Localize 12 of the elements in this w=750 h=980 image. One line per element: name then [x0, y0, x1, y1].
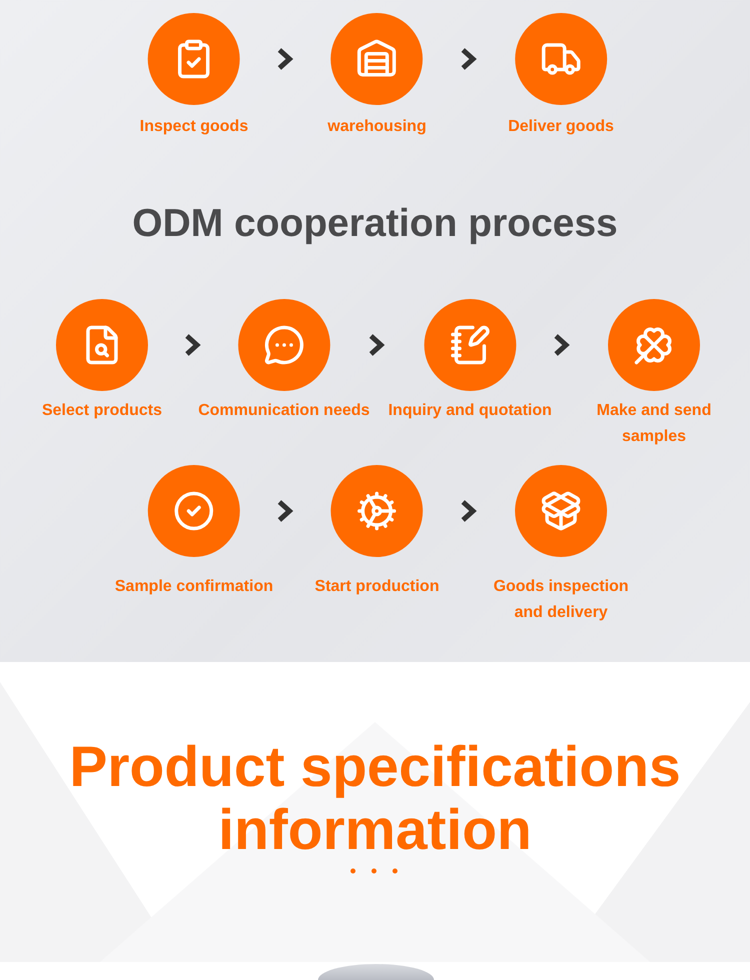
step-label: Communication needs — [198, 401, 370, 421]
step-label: Start production — [314, 577, 440, 597]
step-label: Goods inspection and delivery — [492, 577, 630, 623]
step-label: Select products — [42, 401, 162, 421]
step-label: Inspect goods — [140, 117, 248, 137]
section-heading: Product specifications information — [68, 736, 682, 862]
step-label: Deliver goods — [508, 117, 614, 137]
step-label: warehousing — [328, 117, 426, 137]
section-heading: ODM cooperation process — [131, 201, 619, 247]
step-label: Inquiry and quotation — [388, 401, 552, 421]
step-label: Sample confirmation — [114, 577, 274, 597]
step-label: Make and send samples — [596, 401, 712, 447]
